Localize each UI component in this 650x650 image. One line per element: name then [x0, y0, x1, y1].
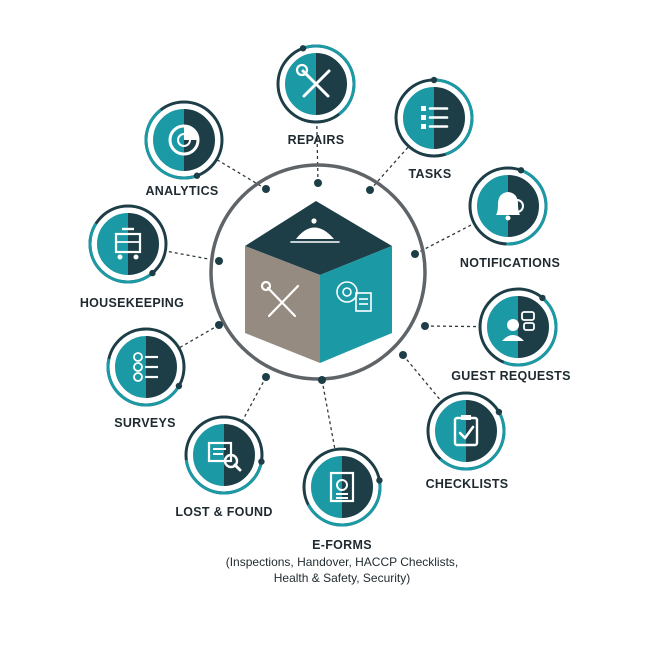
connector-checklists — [402, 354, 442, 402]
node-disc-half — [284, 52, 316, 116]
wrench-screwdriver-icon — [295, 63, 331, 98]
node-arc-dot — [376, 477, 383, 484]
module-tasks[interactable]: TASKS — [394, 76, 474, 181]
node-disc-border — [191, 422, 257, 488]
email-form-icon — [329, 471, 355, 503]
node-disc-border — [113, 334, 179, 400]
connector-repairs — [316, 122, 319, 184]
connector-notifications — [414, 223, 474, 255]
ring-dot-notifications — [411, 250, 419, 258]
node-arc-dot — [430, 76, 438, 84]
gear-document-icon — [336, 281, 372, 312]
module-label-surveys: SURVEYS — [114, 416, 176, 430]
node-disc-half — [152, 108, 184, 172]
node-arc-dot — [299, 45, 307, 52]
module-label-analytics: ANALYTICS — [145, 184, 218, 198]
module-lost-found[interactable]: LOST & FOUND — [175, 411, 272, 519]
connector-lost-found — [241, 376, 267, 421]
node-arc-dot — [193, 172, 201, 179]
module-analytics[interactable]: ANALYTICS — [135, 91, 232, 198]
node-arc-dot — [495, 408, 503, 416]
ring-dot-repairs — [314, 179, 322, 187]
module-notifications[interactable]: NOTIFICATIONS — [459, 157, 560, 270]
guest-chat-icon — [502, 311, 535, 341]
ring-dot-checklists — [399, 351, 407, 359]
node-arc-dot — [258, 458, 265, 465]
clipboard-check-icon — [453, 415, 479, 447]
bell-icon — [496, 192, 524, 221]
ring-dot-housekeeping — [215, 257, 223, 265]
ring-dot-analytics — [262, 185, 270, 193]
node-disc-half — [476, 174, 508, 238]
module-label-guest-requests: GUEST REQUESTS — [451, 369, 571, 383]
ring-dot-lost-found — [262, 373, 270, 381]
module-sublabel-e-forms: (Inspections, Handover, HACCP Checklists… — [226, 555, 459, 569]
node-arc-dot — [539, 294, 546, 302]
connector-guest-requests — [424, 325, 480, 328]
connector-e-forms — [321, 379, 336, 449]
ring-dot-tasks — [366, 186, 374, 194]
node-disc-half — [486, 295, 518, 359]
node-arc-dot — [517, 167, 525, 174]
module-nodes: REPAIRS TASKS NOTIFICATIONS GUEST REQUESTS C… — [74, 35, 571, 585]
node-disc-border — [433, 398, 499, 464]
module-label-lost-found: LOST & FOUND — [175, 505, 272, 519]
node-disc-border — [401, 85, 467, 151]
ring-dot-e-forms — [318, 376, 326, 384]
module-checklists[interactable]: CHECKLISTS — [414, 379, 518, 491]
module-label-housekeeping: HOUSEKEEPING — [80, 296, 184, 310]
node-disc-border — [309, 454, 375, 520]
survey-faces-icon — [133, 352, 158, 382]
module-surveys[interactable]: SURVEYS — [94, 315, 198, 430]
service-bell-icon — [290, 218, 340, 243]
wrench-screwdriver-icon — [260, 280, 300, 318]
magnifier-window-icon — [207, 441, 242, 472]
connector-surveys — [179, 324, 220, 349]
node-disc-border — [283, 51, 349, 117]
node-disc-border — [485, 294, 551, 360]
module-label-repairs: REPAIRS — [288, 133, 345, 147]
module-label-checklists: CHECKLISTS — [426, 477, 509, 491]
hub-ring — [209, 163, 427, 381]
pie-chart-icon — [168, 124, 200, 156]
task-list-icon — [421, 106, 449, 129]
module-e-forms[interactable]: E-FORMS (Inspections, Handover, HACCP Che… — [226, 443, 459, 585]
node-disc-half — [434, 399, 466, 463]
center-cube — [245, 201, 392, 363]
module-sublabel-e-forms: Health & Safety, Security) — [274, 571, 411, 585]
node-disc-half — [310, 455, 342, 519]
node-arc-dot — [149, 269, 156, 277]
ring-dot-guest-requests — [421, 322, 429, 330]
ring-dot-surveys — [215, 321, 223, 329]
node-disc-half — [114, 335, 146, 399]
ring-dots — [215, 179, 429, 384]
housekeeping-cart-icon — [114, 227, 142, 260]
module-label-tasks: TASKS — [409, 167, 452, 181]
node-disc-border — [151, 107, 217, 173]
module-housekeeping[interactable]: HOUSEKEEPING — [74, 190, 184, 310]
module-repairs[interactable]: REPAIRS — [267, 35, 364, 147]
module-label-notifications: NOTIFICATIONS — [460, 256, 560, 270]
module-guest-requests[interactable]: GUEST REQUESTS — [451, 273, 571, 383]
node-arc-dot — [175, 382, 183, 390]
node-disc-border — [475, 173, 541, 239]
node-disc-half — [402, 86, 434, 150]
node-disc-border — [95, 211, 161, 277]
module-label-e-forms: E-FORMS — [312, 538, 372, 552]
node-disc-half — [96, 212, 128, 276]
